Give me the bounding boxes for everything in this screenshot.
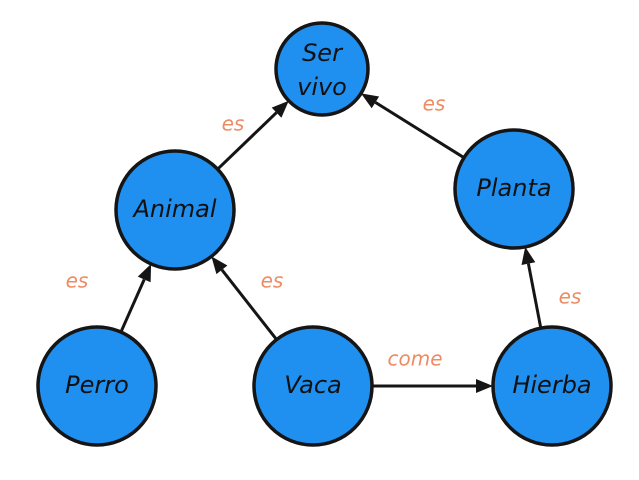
edge-vaca-to-hierba: come — [372, 347, 493, 393]
edge-label-perro-to-animal: es — [66, 269, 89, 293]
arrowhead-icon — [361, 93, 380, 109]
node-hierba: Hierba — [491, 325, 613, 447]
edge-perro-to-animal: es — [66, 263, 152, 333]
arrowhead-icon — [211, 256, 228, 275]
edge-label-vaca-to-hierba: come — [387, 347, 442, 371]
edge-label-vaca-to-animal: es — [261, 269, 284, 293]
edge-label-animal-to-ser-vivo: es — [222, 112, 245, 136]
edge-hierba-to-planta: es — [521, 246, 582, 329]
edge-line-animal-to-ser-vivo — [216, 111, 278, 171]
edge-line-vaca-to-animal — [220, 268, 278, 341]
edges-layer: es es es es es come — [66, 92, 582, 393]
edge-line-perro-to-animal — [119, 278, 146, 333]
node-label-perro: Perro — [65, 371, 129, 399]
node-ser-vivo: Ser vivo — [274, 21, 370, 117]
node-circle-ser-vivo — [274, 21, 370, 117]
edge-label-hierba-to-planta: es — [559, 285, 582, 309]
edge-planta-to-ser-vivo: es — [361, 92, 465, 159]
edge-vaca-to-animal: es — [211, 256, 284, 341]
node-circle-vaca — [252, 325, 374, 447]
nodes-layer: Ser vivo Animal Planta Perro Vaca Hierba — [36, 21, 613, 447]
edge-line-hierba-to-planta — [526, 263, 543, 329]
node-vaca: Vaca — [252, 325, 374, 447]
node-label-animal: Animal — [131, 195, 216, 223]
arrowhead-icon — [476, 379, 493, 393]
arrowhead-icon — [137, 263, 152, 283]
edge-animal-to-ser-vivo: es — [216, 100, 289, 171]
node-circle-perro — [36, 325, 158, 447]
arrowhead-icon — [271, 100, 289, 118]
node-label-ser-vivo-line-2: vivo — [297, 73, 347, 101]
node-label-ser-vivo-line-1: Ser — [302, 39, 344, 67]
node-circle-planta — [453, 128, 575, 250]
node-label-vaca: Vaca — [284, 371, 342, 399]
node-label-planta: Planta — [476, 174, 551, 202]
node-label-hierba: Hierba — [512, 371, 591, 399]
node-circle-hierba — [491, 325, 613, 447]
edge-line-planta-to-ser-vivo — [374, 101, 465, 159]
node-perro: Perro — [36, 325, 158, 447]
node-planta: Planta — [453, 128, 575, 250]
arrowhead-icon — [521, 246, 536, 265]
edge-label-planta-to-ser-vivo: es — [423, 92, 446, 116]
node-animal: Animal — [114, 149, 236, 271]
node-circle-animal — [114, 149, 236, 271]
